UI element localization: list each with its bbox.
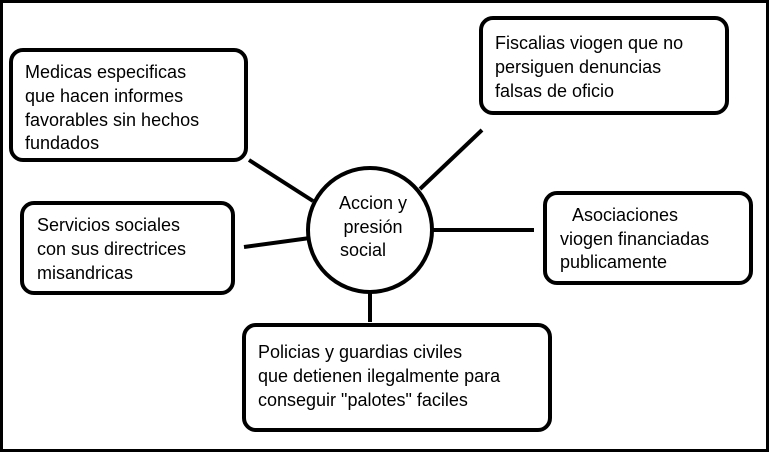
node-text: viogen financiadas xyxy=(560,229,709,249)
connectors xyxy=(243,128,534,322)
center-line: Accion y xyxy=(339,193,407,213)
node-text: publicamente xyxy=(560,252,667,272)
node-text: Asociaciones xyxy=(572,205,678,225)
node-text: que hacen informes xyxy=(25,86,183,106)
node-text: conseguir "palotes" faciles xyxy=(258,390,468,410)
node-text: misandricas xyxy=(37,263,133,283)
node-text: Medicas especificas xyxy=(25,62,186,82)
node-text: Fiscalias viogen que no xyxy=(495,33,683,53)
connector-fiscalias xyxy=(418,128,484,191)
node-text: falsas de oficio xyxy=(495,81,614,101)
connector-servicios xyxy=(243,236,311,249)
center-node: Accion y presión social xyxy=(306,166,434,294)
node-text: Servicios sociales xyxy=(37,215,180,235)
node-servicios: Servicios sociales con sus directrices m… xyxy=(20,201,235,295)
center-line: presión xyxy=(343,217,402,237)
node-asociaciones: Asociaciones viogen financiadas publicam… xyxy=(543,191,753,285)
node-text: fundados xyxy=(25,133,99,153)
node-medicas: Medicas especificas que hacen informes f… xyxy=(9,48,248,162)
node-fiscalias: Fiscalias viogen que no persiguen denunc… xyxy=(479,16,729,115)
connector-medicas xyxy=(247,158,315,203)
node-text: persiguen denuncias xyxy=(495,57,661,77)
node-text: que detienen ilegalmente para xyxy=(258,366,501,386)
center-line: social xyxy=(340,240,386,260)
node-text: con sus directrices xyxy=(37,239,186,259)
node-text: favorables sin hechos xyxy=(25,110,199,130)
node-policias: Policias y guardias civiles que detienen… xyxy=(242,323,552,432)
node-text: Policias y guardias civiles xyxy=(258,342,462,362)
